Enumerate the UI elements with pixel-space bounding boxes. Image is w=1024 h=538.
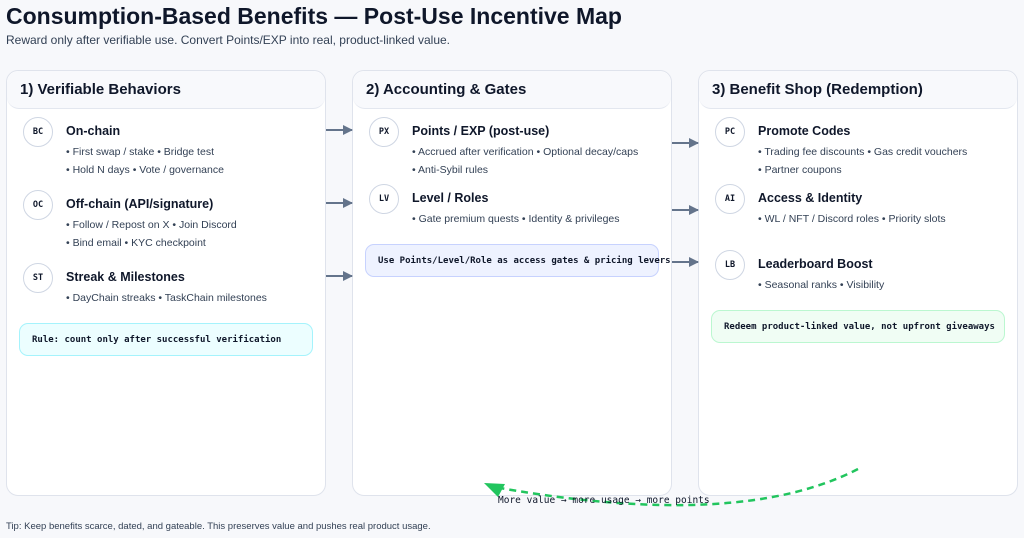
- panel-title: 3) Benefit Shop (Redemption): [699, 71, 1017, 109]
- item-title: Level / Roles: [412, 191, 489, 205]
- item-line: • DayChain streaks • TaskChain milestone…: [66, 292, 267, 304]
- item-line: • Trading fee discounts • Gas credit vou…: [758, 146, 968, 158]
- item-title: Promote Codes: [758, 124, 851, 138]
- item-title: Points / EXP (post-use): [412, 124, 550, 138]
- panel-accounting-gates: 2) Accounting & Gates PX Points / EXP (p…: [352, 70, 672, 496]
- redeem-note: Redeem product-linked value, not upfront…: [711, 310, 1005, 343]
- points-badge-icon: PX: [369, 117, 399, 147]
- item-line: • Hold N days • Vote / governance: [66, 164, 224, 176]
- item-title: On-chain: [66, 124, 121, 138]
- leaderboard-badge-icon: LB: [715, 250, 745, 280]
- panel-title: 1) Verifiable Behaviors: [7, 71, 325, 109]
- feedback-loop-label: More value → more usage → more points: [498, 495, 710, 506]
- panel-verifiable-behaviors: 1) Verifiable Behaviors BC On-chain • Fi…: [6, 70, 326, 496]
- item-line: • Accrued after verification • Optional …: [412, 146, 639, 158]
- footer-tip: Tip: Keep benefits scarce, dated, and ga…: [6, 521, 431, 532]
- promo-badge-icon: PC: [715, 117, 745, 147]
- item-line: • Bind email • KYC checkpoint: [66, 237, 206, 249]
- panel-title: 2) Accounting & Gates: [353, 71, 671, 109]
- level-badge-icon: LV: [369, 184, 399, 214]
- item-title: Streak & Milestones: [66, 270, 185, 284]
- access-badge-icon: AI: [715, 184, 745, 214]
- streak-badge-icon: ST: [23, 263, 53, 293]
- panel-benefit-shop: 3) Benefit Shop (Redemption) PC Promote …: [698, 70, 1018, 496]
- rule-note: Rule: count only after successful verifi…: [19, 323, 313, 356]
- item-line: • Gate premium quests • Identity & privi…: [412, 213, 620, 225]
- item-line: • WL / NFT / Discord roles • Priority sl…: [758, 213, 946, 225]
- item-line: • Seasonal ranks • Visibility: [758, 279, 885, 291]
- item-line: • First swap / stake • Bridge test: [66, 146, 214, 158]
- item-title: Leaderboard Boost: [758, 257, 873, 271]
- page-subtitle: Reward only after verifiable use. Conver…: [6, 33, 451, 47]
- item-title: Access & Identity: [758, 191, 863, 205]
- item-line: • Follow / Repost on X • Join Discord: [66, 219, 237, 231]
- gates-note: Use Points/Level/Role as access gates & …: [365, 244, 671, 277]
- off-chain-badge-icon: OC: [23, 190, 53, 220]
- item-title: Off-chain (API/signature): [66, 197, 214, 211]
- page-title: Consumption-Based Benefits — Post-Use In…: [6, 3, 622, 29]
- item-line: • Partner coupons: [758, 164, 842, 176]
- item-line: • Anti-Sybil rules: [412, 164, 489, 176]
- on-chain-badge-icon: BC: [23, 117, 53, 147]
